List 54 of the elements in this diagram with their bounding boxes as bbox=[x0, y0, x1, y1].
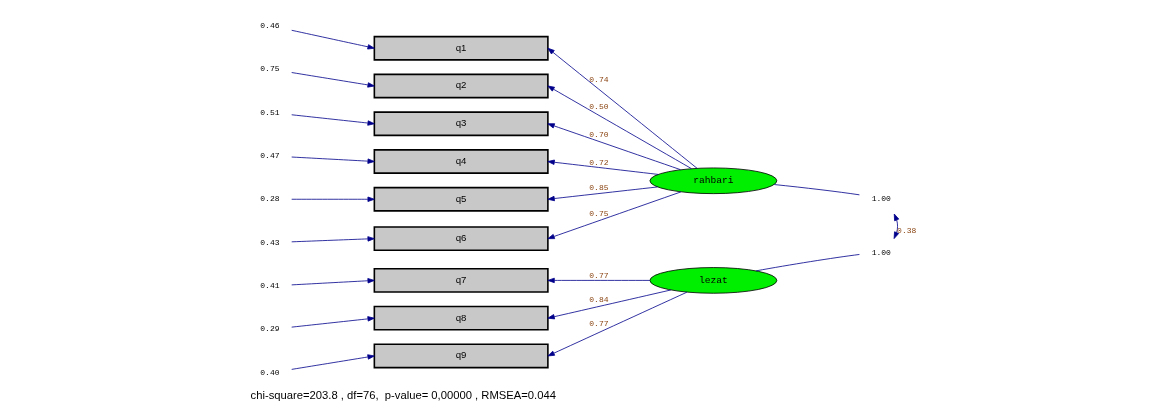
arrow bbox=[291, 236, 375, 243]
edge-label: 0.38 bbox=[897, 225, 917, 235]
arrow bbox=[547, 277, 651, 284]
connector bbox=[774, 184, 860, 196]
arrow bbox=[547, 123, 681, 171]
arrow bbox=[547, 85, 692, 169]
edge-label: 0.72 bbox=[589, 157, 609, 167]
edge-label: 0.74 bbox=[589, 74, 609, 84]
arrow bbox=[291, 29, 375, 50]
node-text: 1.00 bbox=[871, 194, 891, 204]
edge-label: 0.50 bbox=[589, 102, 609, 112]
arrow bbox=[291, 114, 375, 126]
caption: chi-square=203.8 , df=76, p-value= 0,00000 , RMSEA=0.044 bbox=[250, 389, 556, 402]
node-box: q3 bbox=[373, 111, 549, 137]
node-ellipse: rahbari bbox=[649, 167, 778, 195]
node-box: q5 bbox=[373, 186, 549, 212]
arrow bbox=[291, 278, 375, 286]
node-text: 0.75 bbox=[260, 64, 280, 74]
arrow bbox=[547, 289, 672, 320]
node-ellipse: lezat bbox=[649, 267, 778, 294]
node-text: 0.46 bbox=[260, 20, 280, 30]
node-text: 0.29 bbox=[260, 324, 280, 334]
arrow bbox=[547, 159, 659, 175]
edge-label: 0.70 bbox=[589, 130, 609, 140]
node-box: q1 bbox=[373, 35, 549, 61]
node-text: 0.40 bbox=[260, 367, 280, 377]
edge-label: 0.84 bbox=[589, 295, 609, 305]
node-text: 0.51 bbox=[260, 107, 280, 117]
arrow bbox=[291, 156, 375, 164]
arrow bbox=[291, 316, 375, 328]
connector bbox=[755, 254, 860, 272]
arrow bbox=[893, 213, 900, 239]
arrow bbox=[291, 354, 375, 370]
node-text: 0.28 bbox=[260, 194, 280, 204]
node-text: 0.43 bbox=[260, 237, 280, 247]
arrow bbox=[547, 186, 658, 202]
node-box: q4 bbox=[373, 149, 549, 174]
arrow bbox=[547, 291, 688, 357]
arrow bbox=[547, 191, 682, 240]
edge-label: 0.75 bbox=[589, 209, 609, 219]
node-text: 1.00 bbox=[871, 248, 891, 258]
arrow bbox=[291, 72, 375, 88]
edge-label: 0.77 bbox=[589, 270, 609, 280]
arrow bbox=[291, 196, 375, 202]
node-box: q7 bbox=[373, 267, 549, 293]
node-box: q2 bbox=[373, 73, 549, 99]
node-box: q6 bbox=[373, 226, 549, 252]
edge-label: 0.85 bbox=[589, 183, 609, 193]
node-box: q9 bbox=[373, 343, 549, 369]
node-box: q8 bbox=[373, 305, 549, 331]
arrow bbox=[547, 47, 698, 169]
node-text: 0.41 bbox=[260, 281, 280, 291]
node-text: 0.47 bbox=[260, 150, 280, 160]
edge-label: 0.77 bbox=[589, 319, 609, 329]
